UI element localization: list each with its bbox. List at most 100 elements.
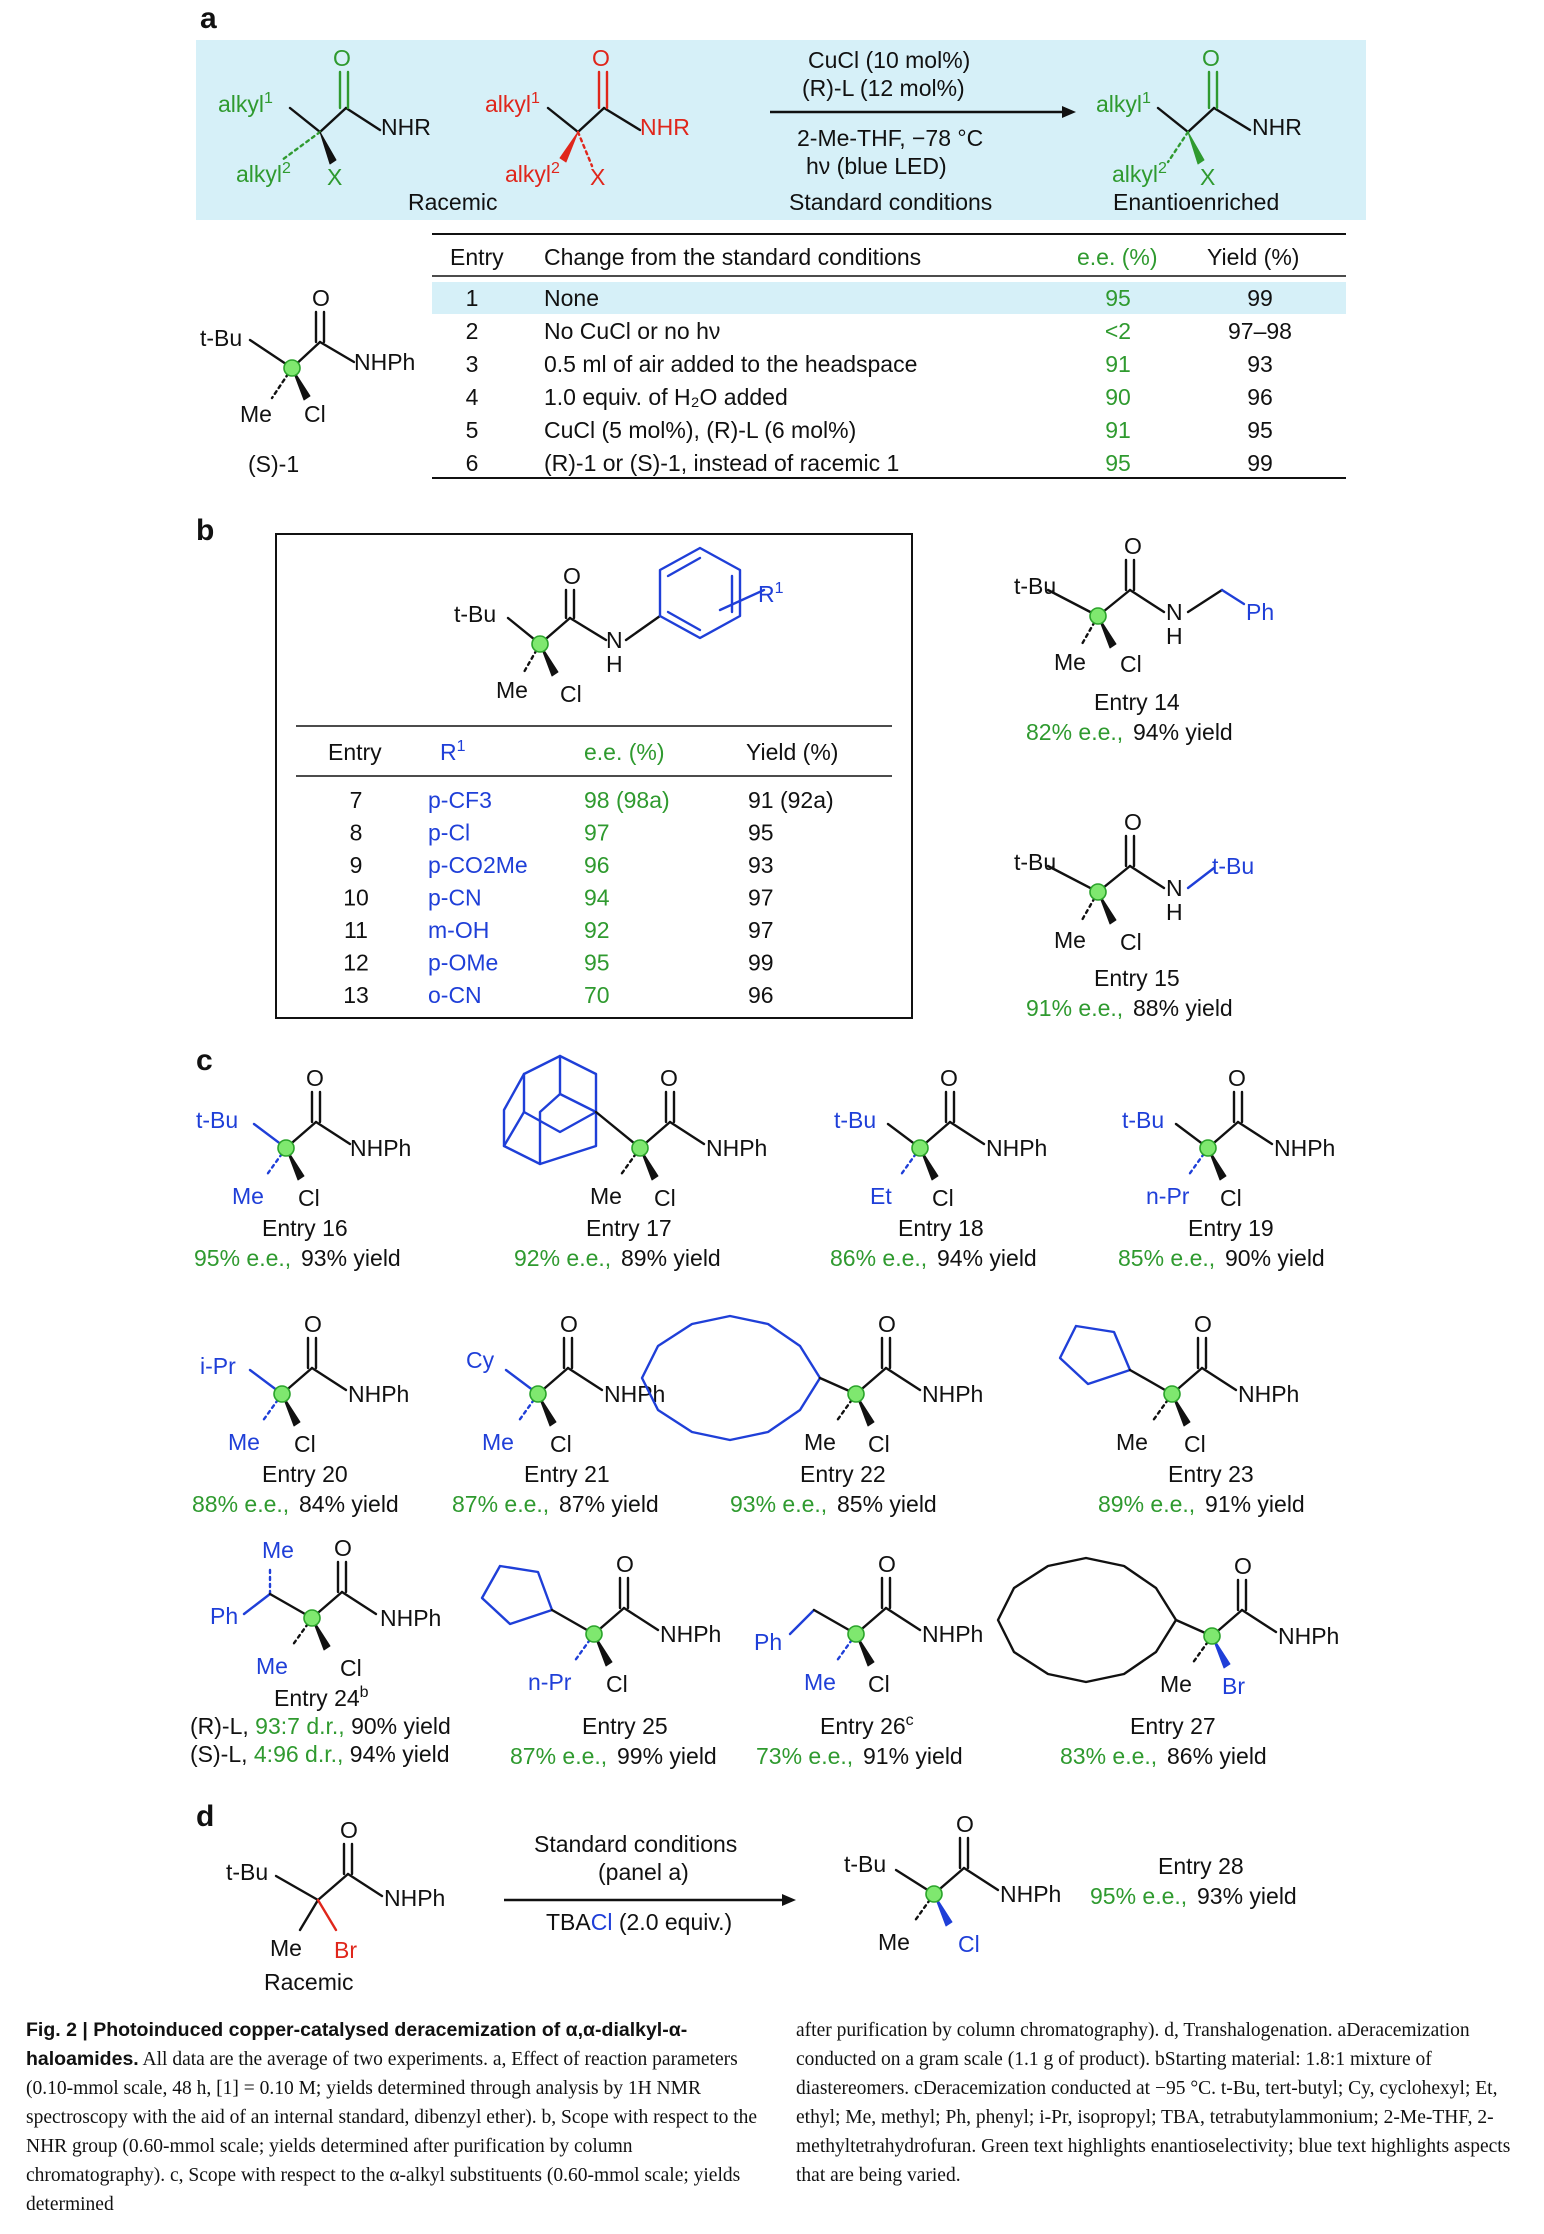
table-b-ee: 94 (584, 885, 610, 911)
compound-entry-18 (886, 1090, 986, 1181)
table-b-header-ee: e.e. (%) (584, 739, 665, 765)
panel-d-panel-ref: (panel a) (598, 1859, 689, 1885)
svg-text:O: O (878, 1551, 896, 1577)
caption-column-1: Fig. 2 | Photoinduced copper-catalysed d… (26, 2016, 761, 2219)
entry-23-ee: 89% e.e., (1098, 1491, 1195, 1517)
panel-c-label: c (196, 1044, 213, 1077)
entry-24-yield-r: 90% yield (351, 1713, 451, 1739)
enantioenriched-label: Enantioenriched (1113, 189, 1279, 215)
table-a-ee: 95 (1105, 450, 1131, 476)
svg-text:Ph: Ph (1246, 599, 1274, 625)
table-a-header-change: Change from the standard conditions (544, 244, 921, 270)
table-a-header-ee: e.e. (%) (1077, 244, 1158, 270)
entry-28-ee: 95% e.e., (1090, 1883, 1187, 1909)
table-b-entry: 12 (343, 950, 369, 976)
svg-text:Cl: Cl (560, 681, 582, 707)
condition-light: hν (blue LED) (806, 153, 947, 179)
panel-a-label: a (200, 2, 217, 35)
svg-text:O: O (940, 1065, 958, 1091)
svg-text:t-Bu: t-Bu (454, 601, 496, 627)
svg-text:H: H (1166, 623, 1183, 649)
svg-text:alkyl2: alkyl2 (505, 160, 560, 187)
panel-b-box (275, 533, 913, 1019)
table-a-yield: 99 (1247, 450, 1273, 476)
svg-text:O: O (1194, 1311, 1212, 1337)
panel-b-label: b (196, 514, 214, 547)
table-b-header-yield: Yield (%) (746, 739, 838, 765)
svg-text:t-Bu: t-Bu (834, 1107, 876, 1133)
entry-27-ee: 83% e.e., (1060, 1743, 1157, 1769)
svg-text:NHR: NHR (1252, 114, 1302, 140)
svg-text:t-Bu: t-Bu (226, 1859, 268, 1885)
table-b-header-r1: R1 (440, 738, 466, 765)
svg-text:Me: Me (240, 401, 272, 427)
table-a-entry: 5 (466, 417, 479, 443)
entry-24-yield-s: 94% yield (350, 1741, 450, 1767)
table-b-entry: 9 (350, 852, 363, 878)
entry-17-ee: 92% e.e., (514, 1245, 611, 1271)
svg-text:Cl: Cl (304, 401, 326, 427)
svg-text:R1: R1 (758, 580, 784, 607)
svg-text:Me: Me (804, 1669, 836, 1695)
svg-text:t-Bu: t-Bu (1212, 853, 1254, 879)
entry-25-ee: 87% e.e., (510, 1743, 607, 1769)
table-a-entry: 4 (466, 384, 479, 410)
svg-text:t-Bu: t-Bu (1014, 849, 1056, 875)
racemic-label: Racemic (408, 189, 497, 215)
entry-28-yield: 93% yield (1197, 1883, 1297, 1909)
entry-23-label: Entry 23 (1168, 1461, 1254, 1487)
table-b-ee: 70 (584, 982, 610, 1008)
svg-text:O: O (306, 1065, 324, 1091)
svg-text:Cy: Cy (466, 1347, 495, 1373)
table-a-entry: 6 (466, 450, 479, 476)
svg-text:N: N (1166, 599, 1183, 625)
svg-text:N: N (606, 627, 623, 653)
entry-26-ee: 73% e.e., (756, 1743, 853, 1769)
entry-14-yield: 94% yield (1133, 719, 1233, 745)
substrate-racemic-black (280, 70, 382, 165)
svg-text:alkyl2: alkyl2 (236, 160, 291, 187)
table-b-r1: p-CO2Me (428, 852, 528, 878)
svg-text:NHR: NHR (381, 114, 431, 140)
entry-24-label: Entry 24b (274, 1684, 369, 1711)
svg-text:Cl: Cl (654, 1185, 676, 1211)
svg-text:Cl: Cl (340, 1655, 362, 1681)
table-b-r1: o-CN (428, 982, 482, 1008)
svg-text:O: O (660, 1065, 678, 1091)
table-a-header-entry: Entry (450, 244, 504, 270)
compound-entry-26 (788, 1576, 922, 1667)
entry-17-yield: 89% yield (621, 1245, 721, 1271)
table-a-change: None (544, 285, 599, 311)
svg-text:O: O (1228, 1065, 1246, 1091)
svg-text:O: O (592, 45, 610, 71)
caption-column-2: after purification by column chromatogra… (796, 2016, 1531, 2190)
table-b-yield: 97 (748, 885, 774, 911)
svg-text:Cl: Cl (1120, 651, 1142, 677)
compound-entry-16 (252, 1090, 352, 1181)
table-b-yield: 96 (748, 982, 774, 1008)
table-b-entry: 13 (343, 982, 369, 1008)
svg-text:alkyl1: alkyl1 (485, 90, 540, 117)
svg-text:Cl: Cl (1220, 1185, 1242, 1211)
compound-d-substrate (274, 1842, 384, 1932)
entry-16-label: Entry 16 (262, 1215, 348, 1241)
table-b-ee: 98 (98a) (584, 787, 670, 813)
svg-text:Cl: Cl (1184, 1431, 1206, 1457)
table-b-r1: p-OMe (428, 950, 498, 976)
entry-23-yield: 91% yield (1205, 1491, 1305, 1517)
svg-text:X: X (590, 164, 605, 190)
compound-entry-25 (480, 1564, 660, 1667)
entry-20-yield: 84% yield (299, 1491, 399, 1517)
compound-entry-23 (1058, 1324, 1238, 1427)
entry-27-yield: 86% yield (1167, 1743, 1267, 1769)
compound-entry-22 (640, 1314, 922, 1442)
entry-21-label: Entry 21 (524, 1461, 610, 1487)
svg-text:O: O (1202, 45, 1220, 71)
entry-15-label: Entry 15 (1094, 965, 1180, 991)
compound-entry-21 (504, 1336, 604, 1427)
panel-d-racemic: Racemic (264, 1969, 353, 1995)
entry-14-label: Entry 14 (1094, 689, 1180, 715)
